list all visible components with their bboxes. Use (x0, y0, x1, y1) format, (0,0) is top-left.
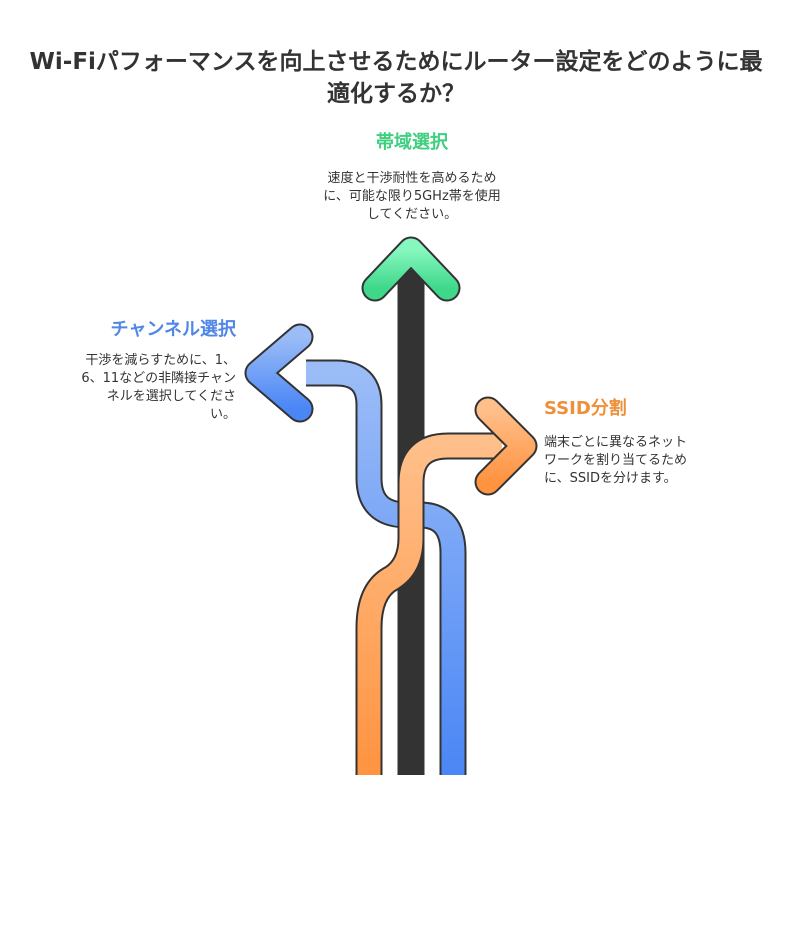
band-description: 速度と干渉耐性を高めるため に、可能な限り5GHz帯を使用 してください。 (323, 171, 501, 222)
channel-description: 干渉を減らすために、1、 6、11などの非隣接チャン ネルを選択してくださ い。 (81, 353, 236, 422)
ssid-path (355, 396, 538, 775)
ssid-heading: SSID分割 (544, 398, 627, 419)
band-heading: 帯域選択 (376, 132, 448, 153)
channel-heading: チャンネル選択 (110, 319, 236, 340)
page-title: Wi-Fiパフォーマンスを向上させるためにルーター設定をどのように最適化するか？ (29, 49, 763, 107)
channel-path (244, 323, 467, 775)
ssid-description: 端末ごとに異なるネット ワークを割り当てるため に、SSIDを分けます。 (544, 435, 688, 486)
